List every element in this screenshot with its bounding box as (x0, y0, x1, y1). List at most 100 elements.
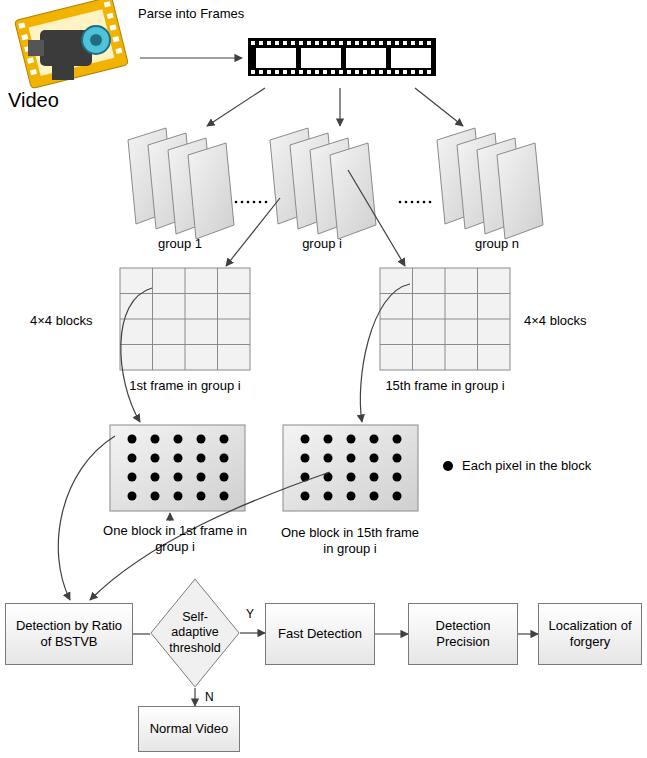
grid-line (380, 293, 510, 294)
pixel-dot (220, 435, 229, 444)
sprocket-hole (395, 70, 399, 74)
flow-connector (375, 633, 408, 634)
pixel-dot (370, 454, 379, 463)
pixel-dot (370, 473, 379, 482)
text-label: 1st frame in group i (129, 378, 240, 394)
sprocket-hole (283, 70, 287, 74)
sprocket-hole (259, 41, 263, 45)
split-arrows (207, 88, 463, 126)
film-strip (248, 38, 436, 76)
sprocket-hole (291, 41, 295, 45)
sprocket-hole (267, 41, 271, 45)
pixel-dot (174, 435, 183, 444)
pixel-dot (370, 492, 379, 501)
decision-diamond: Self-adaptive threshold (150, 578, 240, 688)
pixel-blocks (110, 425, 418, 511)
text-label: 15th frame in group i (385, 378, 504, 394)
text-label: One block in 15th frame in group i (275, 525, 425, 558)
pixel-dot (220, 473, 229, 482)
sprocket-hole (395, 41, 399, 45)
sprocket-hole (315, 41, 319, 45)
pixel-dot (151, 473, 160, 482)
pixel-dot (197, 435, 206, 444)
node-text: Detection by Ratio of BSTVB (6, 618, 132, 651)
frame-grid (120, 268, 250, 370)
sprocket-hole (403, 70, 407, 74)
sprocket-hole (323, 70, 327, 74)
pixel-dot (220, 454, 229, 463)
pixel-dot (174, 492, 183, 501)
video-icon (14, 0, 128, 89)
sprocket-hole (267, 70, 271, 74)
sprocket-hole (347, 70, 351, 74)
text-label: group 1 (158, 236, 202, 252)
sprocket-hole (363, 70, 367, 74)
flow-connector (240, 632, 265, 633)
sprocket-hole (387, 70, 391, 74)
sprocket-hole (331, 41, 335, 45)
frame-sheet (330, 143, 376, 239)
pixel-dot (393, 435, 402, 444)
sprocket-hole (371, 41, 375, 45)
pixel-dot (324, 492, 333, 501)
sprocket-hole (411, 41, 415, 45)
pixel-dot (301, 454, 310, 463)
legend-dot (443, 461, 453, 471)
process-box: Localization of forgery (538, 603, 642, 665)
grid-line (120, 344, 250, 345)
flow-connector (518, 633, 538, 634)
grid-line (380, 319, 510, 320)
sprocket-hole (339, 41, 343, 45)
sprocket-hole (315, 70, 319, 74)
sprocket-hole (419, 70, 423, 74)
pixel-dot (347, 492, 356, 501)
pixel-dot (128, 473, 137, 482)
pixel-dot (393, 473, 402, 482)
sprocket-hole (371, 70, 375, 74)
sprocket-hole (299, 70, 303, 74)
pixel-dot (220, 492, 229, 501)
pixel-dot (324, 435, 333, 444)
pixel-dot (324, 454, 333, 463)
sprocket-hole (307, 70, 311, 74)
sprocket-hole (387, 41, 391, 45)
diamond-shape (151, 579, 239, 687)
grid-line (120, 319, 250, 320)
sprocket-hole (323, 41, 327, 45)
sprocket-hole (355, 41, 359, 45)
node-text: Localization of forgery (539, 618, 641, 651)
pixel-dot (151, 454, 160, 463)
text-label: One block in 1st frame in group i (100, 523, 250, 556)
text-label: Video (8, 88, 59, 113)
pixel-dot (174, 473, 183, 482)
pixel-dot (393, 454, 402, 463)
text-label: 4×4 blocks (30, 313, 93, 329)
sprocket-hole (347, 41, 351, 45)
sprocket-hole (331, 70, 335, 74)
ellipsis-dots (235, 201, 432, 204)
pixel-block (110, 425, 245, 511)
frame-sheet (188, 143, 234, 239)
pixel-dot (370, 435, 379, 444)
sprocket-hole (419, 41, 423, 45)
text-label: group i (302, 236, 342, 252)
node-text: Fast Detection (272, 626, 368, 642)
sprocket-hole (307, 41, 311, 45)
sprocket-hole (355, 70, 359, 74)
node-text: Self-adaptive threshold (150, 610, 240, 657)
pixel-dot (347, 435, 356, 444)
sprocket-hole (275, 41, 279, 45)
frame-sheet (497, 143, 543, 239)
process-box: Detection by Ratio of BSTVB (5, 603, 133, 665)
edge-label: N (203, 690, 216, 704)
pixel-dot (393, 492, 402, 501)
pixel-dot (301, 492, 310, 501)
text-label: group n (475, 236, 519, 252)
sprocket-hole (251, 41, 255, 45)
sprocket-hole (259, 70, 263, 74)
frame-stacks (128, 128, 543, 239)
text-label: Parse into Frames (138, 6, 244, 22)
pixel-dot (128, 492, 137, 501)
process-box: Detection Precision (408, 603, 518, 665)
